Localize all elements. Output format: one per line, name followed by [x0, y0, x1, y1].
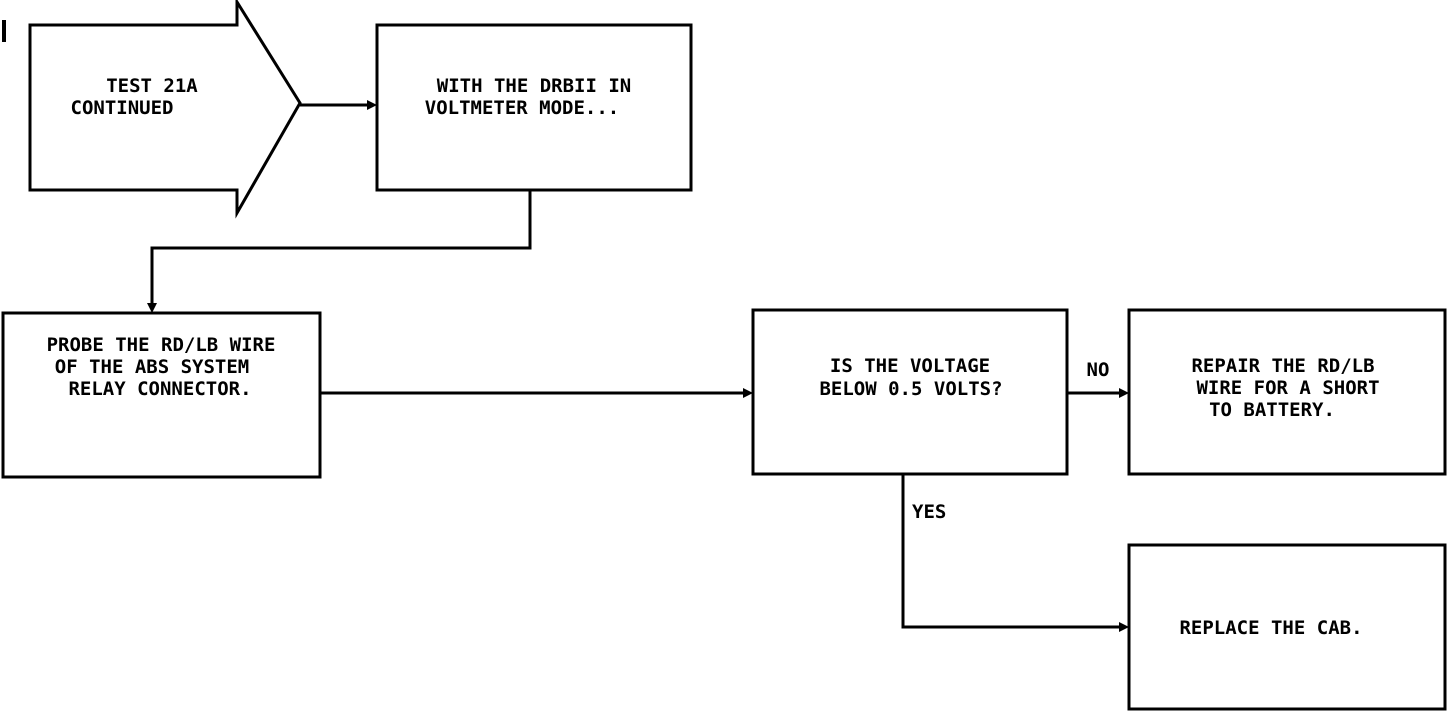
arrowhead: [147, 303, 157, 313]
connector-voltmeter-to-probe: [147, 190, 532, 313]
repair-line-2: WIRE FOR A SHORT: [1196, 377, 1379, 399]
probe-line-1: PROBE THE RD/LB WIRE: [47, 334, 276, 356]
voltmeter-line-1: WITH THE DRBII IN: [437, 75, 631, 97]
probe-wire-box: [1, 311, 322, 479]
replace-cab-node: REPLACE THE CAB.: [1127, 543, 1447, 711]
continued-arrow-node: TEST 21A CONTINUED: [28, 0, 302, 219]
repair-wire-node: REPAIR THE RD/LB WIRE FOR A SHORT TO BAT…: [1127, 308, 1447, 476]
repair-line-3: TO BATTERY.: [1209, 399, 1335, 421]
continued-line-1: TEST 21A: [106, 75, 198, 97]
yes-label: YES: [912, 501, 946, 523]
arrowhead: [1119, 388, 1129, 398]
connector-question-to-replace: YES: [901, 474, 1129, 632]
connector-continued-to-voltmeter: [300, 100, 377, 110]
probe-wire-node: PROBE THE RD/LB WIRE OF THE ABS SYSTEM R…: [1, 311, 322, 479]
replace-line-1: REPLACE THE CAB.: [1179, 617, 1362, 639]
repair-wire-box: [1127, 308, 1447, 476]
question-line-1: IS THE VOLTAGE: [830, 355, 990, 377]
voltmeter-line-2: VOLTMETER MODE...: [425, 97, 619, 119]
voltage-question-box: [751, 308, 1069, 476]
connector-probe-to-question: [320, 388, 753, 398]
probe-line-2: OF THE ABS SYSTEM: [55, 356, 249, 378]
arrowhead: [367, 100, 377, 110]
connector-question-to-repair: NO: [1067, 359, 1129, 398]
continued-arrow-shape: [28, 0, 302, 219]
continued-line-2: CONTINUED: [71, 97, 174, 119]
question-line-2: BELOW 0.5 VOLTS?: [819, 378, 1002, 400]
voltmeter-mode-box: [375, 23, 693, 192]
scan-artifact-mark: [2, 20, 6, 42]
voltage-question-node: IS THE VOLTAGE BELOW 0.5 VOLTS?: [751, 308, 1069, 476]
arrowhead: [1119, 622, 1129, 632]
probe-line-3: RELAY CONNECTOR.: [68, 378, 251, 400]
voltmeter-mode-node: WITH THE DRBII IN VOLTMETER MODE...: [375, 23, 693, 192]
no-label: NO: [1087, 359, 1110, 381]
arrowhead: [743, 388, 753, 398]
repair-line-1: REPAIR THE RD/LB: [1191, 355, 1374, 377]
